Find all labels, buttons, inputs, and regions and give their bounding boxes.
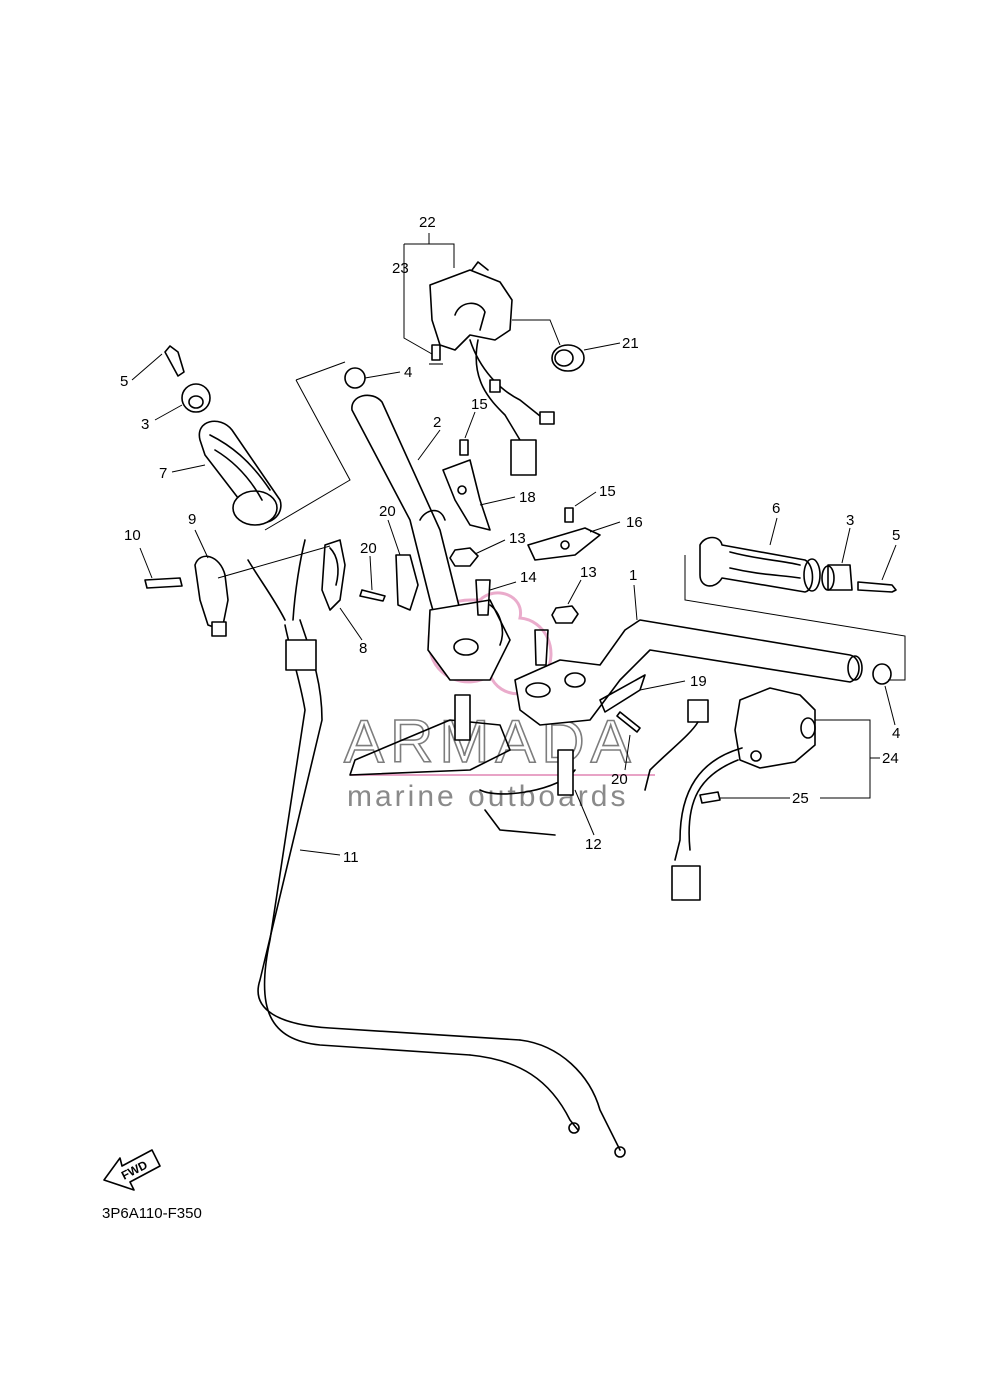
- callout-10: 10: [124, 527, 141, 544]
- part-screw-25: [699, 791, 721, 804]
- callout-6: 6: [772, 500, 780, 517]
- callout-5-right: 5: [892, 527, 900, 544]
- part-switch-right-24: [644, 687, 816, 901]
- callout-17: 18: [519, 489, 536, 506]
- watermark-brand: ARMADA: [344, 708, 637, 775]
- part-bolts-14: [475, 579, 549, 666]
- callout-22: 22: [419, 214, 436, 231]
- part-screws-15: [459, 439, 574, 523]
- part-screw-23: [429, 344, 443, 365]
- part-clip-17: [442, 459, 491, 531]
- part-bracket-12: [349, 694, 576, 836]
- callout-3-left: 3: [141, 416, 149, 433]
- part-clip-16: [527, 527, 601, 561]
- callout-14: 14: [520, 569, 537, 586]
- part-nuts-13: [449, 547, 579, 624]
- watermark-tagline: marine outboards: [347, 780, 628, 813]
- callout-24: 24: [882, 750, 899, 767]
- callout-18: 19: [690, 673, 707, 690]
- callout-1: 1: [629, 567, 637, 584]
- part-weight-mount-right-4: [872, 663, 892, 685]
- callout-15-right: 15: [599, 483, 616, 500]
- callout-25: 25: [792, 790, 809, 807]
- diagram-code: 3P6A110-F350: [102, 1205, 202, 1222]
- callouts: 22 23 21 4 5 3 2 15 7 18 15 20 16 6 3 5 …: [120, 214, 900, 866]
- part-bolt-10: [144, 577, 183, 589]
- part-weight-left-3: [181, 383, 211, 413]
- callout-20-right: 20: [611, 771, 628, 788]
- callout-7: 7: [159, 465, 167, 482]
- part-weight-right-3: [821, 564, 853, 591]
- callout-16: 16: [626, 514, 643, 531]
- part-grip-left-7: [198, 420, 282, 526]
- callout-9: 9: [188, 511, 196, 528]
- callout-8: 8: [359, 640, 367, 657]
- part-bolt-left-5: [164, 345, 185, 377]
- part-cable-11: [247, 539, 626, 1158]
- callout-13-right: 13: [580, 564, 597, 581]
- callout-19: 20: [379, 503, 396, 520]
- callout-3-right: 3: [846, 512, 854, 529]
- callout-4-left: 4: [404, 364, 412, 381]
- leader-lines: [131, 233, 906, 856]
- part-master-cylinder-clamp-9: [194, 555, 229, 637]
- part-holder-19: [395, 554, 419, 611]
- callout-20-left: 20: [360, 540, 377, 557]
- part-bolt-20-right: [616, 711, 641, 733]
- callout-5-left: 5: [120, 373, 128, 390]
- fwd-arrow-icon: FWD: [103, 1149, 161, 1191]
- callout-11: 11: [343, 849, 359, 866]
- part-handlebar-left-2: [351, 394, 511, 681]
- part-grip-right-6: [699, 536, 821, 593]
- part-weight-mount-left-4: [344, 367, 366, 389]
- callout-4-right: 4: [892, 725, 900, 742]
- part-bolt-right-5: [857, 581, 897, 593]
- part-weight-21: [551, 344, 585, 372]
- callout-15-top: 15: [471, 396, 488, 413]
- part-switch-housing-22: [429, 261, 555, 476]
- callout-23: 23: [392, 260, 409, 277]
- callout-13-top: 13: [509, 530, 526, 547]
- part-bolt-20-left: [359, 589, 386, 602]
- part-clamp-8: [321, 539, 346, 611]
- callout-2: 2: [433, 414, 441, 431]
- callout-21: 21: [622, 335, 639, 352]
- callout-12: 12: [585, 836, 602, 853]
